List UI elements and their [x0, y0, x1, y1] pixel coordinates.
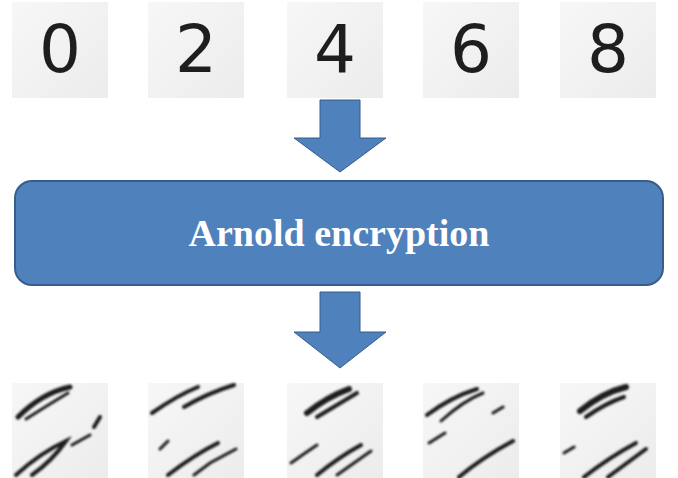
down-arrow: [294, 292, 386, 368]
digit-tile: [12, 2, 108, 98]
digit-image: 0: [39, 17, 81, 83]
scrambled-image: [12, 383, 108, 478]
scrambled-image: [148, 383, 244, 478]
digit-tile: [148, 2, 244, 98]
digit-image: 6: [450, 17, 492, 83]
digit-tile: [560, 2, 656, 98]
box-label: Arnold encryption: [189, 211, 490, 255]
scrambled-image: [423, 383, 519, 478]
digit-image: 4: [314, 17, 356, 83]
digit-tile: [423, 2, 519, 98]
digit-image: 2: [175, 17, 217, 83]
scrambled-image: [560, 383, 656, 478]
scrambled-image: [287, 383, 383, 478]
digit-tile: [287, 2, 383, 98]
digit-image: 8: [587, 17, 629, 83]
process-box: Arnold encryption: [14, 180, 664, 286]
down-arrow: [294, 100, 386, 172]
